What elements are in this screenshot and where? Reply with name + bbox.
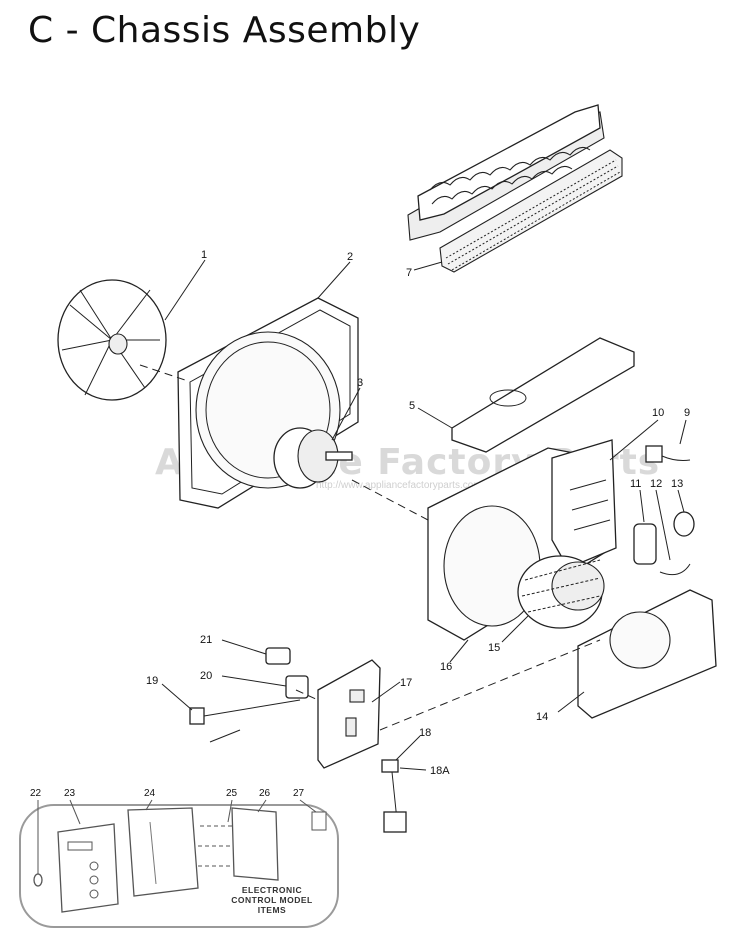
callout-23: 23 [64,788,76,799]
wire-harness [659,511,695,576]
blower-scroll [577,589,717,719]
callout-25: 25 [226,788,238,799]
leader-lines [161,259,687,771]
control-bracket [317,659,381,769]
callout-14: 14 [536,711,548,723]
rotary-switch [265,647,291,665]
callout-17: 17 [400,677,412,689]
page-title: C - Chassis Assembly [28,10,421,51]
callout-2: 2 [347,251,353,263]
heater-assembly [407,104,623,273]
power-cord [381,759,407,833]
inset-caption-line-3: ITEMS [258,905,286,915]
thermostat [189,699,301,743]
callout-16: 16 [440,661,452,673]
watermark-url: http://www.appliancefactoryparts.com [316,480,482,491]
fan-blade [57,279,167,401]
inset-caption-line-1: ELECTRONIC [242,885,302,895]
assembly-line [139,364,186,381]
callout-22: 22 [30,788,42,799]
assembly-line [295,689,319,701]
callout-13: 13 [671,478,683,490]
electronic-control-inset: 22 23 24 25 26 27 ELECTRONIC CONTROL MOD… [19,788,339,928]
callout-11: 11 [630,478,641,490]
callout-3: 3 [357,377,363,389]
capacitor [633,523,657,565]
callout-19: 19 [146,675,158,687]
assembly-line [379,639,601,731]
callout-labels: 1 2 3 5 7 9 10 11 12 13 14 15 16 17 18 1… [146,249,690,777]
callout-5: 5 [409,400,415,412]
callout-24: 24 [144,788,156,799]
callout-12: 12 [650,478,662,490]
fan-motor [273,427,353,489]
callout-21: 21 [200,634,212,646]
callout-9: 9 [684,407,690,419]
inset-caption-line-2: CONTROL MODEL [231,895,312,905]
switch-part [645,445,691,463]
blower-housing [427,439,617,641]
callout-27: 27 [293,788,305,799]
callout-1: 1 [201,249,207,261]
callout-10: 10 [652,407,664,419]
blower-wheel [517,555,605,629]
callout-26: 26 [259,788,271,799]
selector-switch [285,675,309,699]
callout-15: 15 [488,642,500,654]
callout-20: 20 [200,670,212,682]
assembly-line [351,479,429,521]
callout-18: 18 [419,727,431,739]
callout-7: 7 [406,267,412,279]
chassis-brace [451,337,635,453]
callout-18a: 18A [430,765,450,777]
